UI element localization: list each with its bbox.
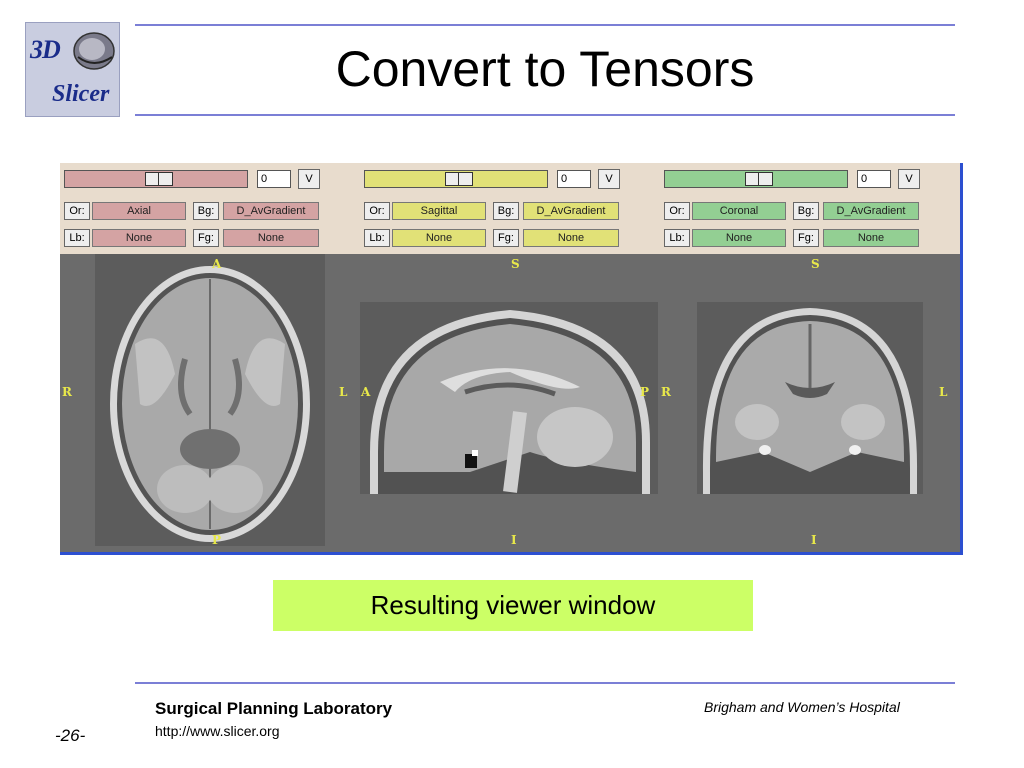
header-bottom-rule — [135, 114, 955, 116]
slice-offset-field[interactable]: 0 — [557, 170, 591, 188]
background-label: Bg: — [793, 202, 819, 220]
background-volume-menu[interactable]: D_AvGradient — [823, 202, 919, 220]
slice-offset-field[interactable]: 0 — [857, 170, 891, 188]
slice-slider[interactable] — [364, 170, 548, 188]
footer-rule — [135, 682, 955, 684]
coronal-marker-left: R — [661, 385, 671, 399]
viewer-controls: 0 V Or: Axial Bg: D_AvGradient Lb: None … — [60, 163, 960, 254]
foreground-volume-menu[interactable]: None — [823, 229, 919, 247]
foreground-label: Fg: — [793, 229, 819, 247]
coronal-slice-image[interactable] — [697, 302, 923, 494]
viewer-caption: Resulting viewer window — [273, 580, 753, 631]
coronal-marker-bottom: I — [811, 533, 817, 547]
slice-slider[interactable] — [64, 170, 248, 188]
labelmap-label: Lb: — [64, 229, 90, 247]
sagittal-panel-controls: 0 V Or: Sagittal Bg: D_AvGradient Lb: No… — [360, 163, 660, 254]
sagittal-marker-bottom: I — [511, 533, 517, 547]
logo-slicer-text: Slicer — [52, 81, 110, 107]
logo-3d-text: 3D — [30, 35, 61, 64]
sagittal-marker-left: A — [361, 385, 371, 399]
footer-hospital: Brigham and Women’s Hospital — [704, 699, 900, 715]
coronal-panel-controls: 0 V Or: Coronal Bg: D_AvGradient Lb: Non… — [660, 163, 960, 254]
background-label: Bg: — [493, 202, 519, 220]
axial-panel-controls: 0 V Or: Axial Bg: D_AvGradient Lb: None … — [60, 163, 360, 254]
orientation-menu[interactable]: Sagittal — [392, 202, 486, 220]
labelmap-menu[interactable]: None — [392, 229, 486, 247]
visibility-button[interactable]: V — [598, 169, 620, 189]
labelmap-menu[interactable]: None — [692, 229, 786, 247]
page-number: -26- — [55, 726, 86, 745]
sagittal-marker-top: S — [511, 257, 520, 271]
labelmap-label: Lb: — [364, 229, 390, 247]
foreground-label: Fg: — [493, 229, 519, 247]
axial-marker-bottom: P — [212, 533, 222, 547]
axial-marker-right: L — [339, 385, 348, 399]
orientation-label: Or: — [64, 202, 90, 220]
window-right-border — [960, 163, 963, 555]
coronal-marker-right: L — [939, 385, 948, 399]
orientation-label: Or: — [664, 202, 690, 220]
footer-lab-name: Surgical Planning Laboratory — [155, 699, 393, 718]
sagittal-marker-right: P — [640, 385, 650, 399]
visibility-button[interactable]: V — [898, 169, 920, 189]
viewer-window: 0 V Or: Axial Bg: D_AvGradient Lb: None … — [60, 163, 963, 555]
background-volume-menu[interactable]: D_AvGradient — [223, 202, 319, 220]
background-volume-menu[interactable]: D_AvGradient — [523, 202, 619, 220]
window-bottom-border — [60, 552, 963, 555]
foreground-volume-menu[interactable]: None — [523, 229, 619, 247]
footer-url[interactable]: http://www.slicer.org — [155, 723, 280, 739]
slider-thumb[interactable] — [145, 172, 173, 186]
slice-slider[interactable] — [664, 170, 848, 188]
sagittal-slice-image[interactable] — [360, 302, 658, 494]
slice-views: A R L P S A P I S R L I — [60, 254, 960, 552]
brain-logo-icon — [73, 32, 115, 70]
foreground-volume-menu[interactable]: None — [223, 229, 319, 247]
labelmap-label: Lb: — [664, 229, 690, 247]
orientation-menu[interactable]: Axial — [92, 202, 186, 220]
slice-offset-field[interactable]: 0 — [257, 170, 291, 188]
slicer-logo: 3D Slicer — [25, 22, 120, 117]
axial-marker-left: R — [62, 385, 72, 399]
slider-thumb[interactable] — [745, 172, 773, 186]
orientation-label: Or: — [364, 202, 390, 220]
coronal-marker-top: S — [811, 257, 820, 271]
header-top-rule — [135, 24, 955, 26]
background-label: Bg: — [193, 202, 219, 220]
axial-marker-top: A — [212, 257, 222, 271]
orientation-menu[interactable]: Coronal — [692, 202, 786, 220]
slider-thumb[interactable] — [445, 172, 473, 186]
foreground-label: Fg: — [193, 229, 219, 247]
labelmap-menu[interactable]: None — [92, 229, 186, 247]
visibility-button[interactable]: V — [298, 169, 320, 189]
page-title: Convert to Tensors — [335, 41, 755, 97]
axial-slice-image[interactable] — [95, 254, 325, 546]
